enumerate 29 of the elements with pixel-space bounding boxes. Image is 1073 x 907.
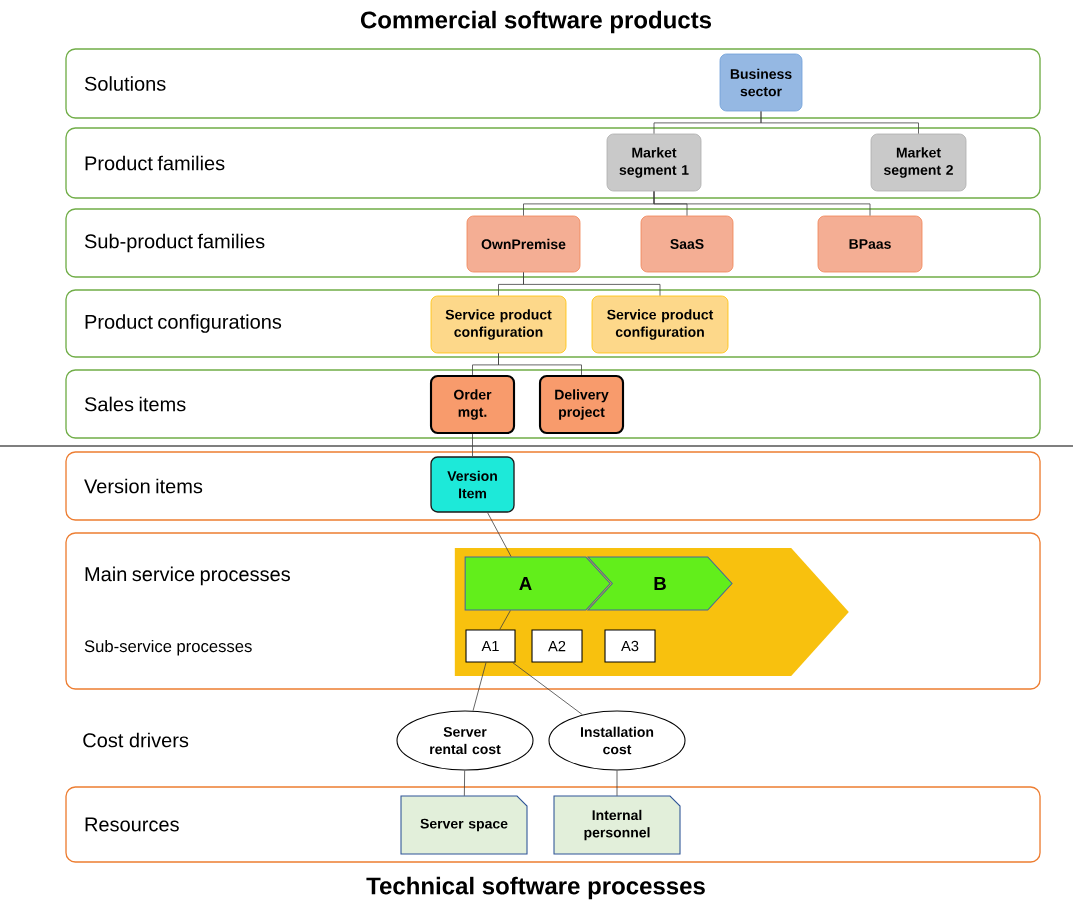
connector-line (616, 770, 618, 797)
process-box: Delivery project (538, 374, 625, 435)
connector-line (463, 770, 466, 797)
process-box: SaaS (640, 215, 734, 273)
title: Commercial software products (360, 10, 712, 34)
connector-line (523, 272, 661, 296)
resource-note: Internal personnel (553, 795, 681, 855)
connector-line (653, 191, 871, 216)
caption: Technical software processes (366, 876, 705, 900)
process-box: Service product configuration (430, 295, 567, 354)
process-box: Order mgt. (429, 374, 516, 435)
connector-line (512, 662, 583, 715)
process-box: OwnPremise (466, 215, 581, 273)
process-box: Version Item (430, 456, 515, 513)
sub-process-box: A2 (531, 629, 583, 663)
resource-note: Server space (400, 795, 528, 855)
connector-line (760, 111, 919, 134)
connector-line (499, 610, 511, 630)
sub-process-box: A3 (604, 629, 656, 663)
process-box: BPaas (817, 215, 923, 273)
connector-line (498, 353, 582, 376)
sub-process-box: A1 (465, 629, 516, 663)
connector-line (487, 512, 512, 557)
process-box: Business sector (719, 53, 803, 112)
process-box: Market segment 1 (606, 133, 702, 192)
process-box: Market segment 2 (870, 133, 967, 192)
row-label: Cost drivers (83, 732, 189, 748)
process-box: Service product configuration (591, 295, 729, 354)
connector-line (472, 433, 473, 457)
